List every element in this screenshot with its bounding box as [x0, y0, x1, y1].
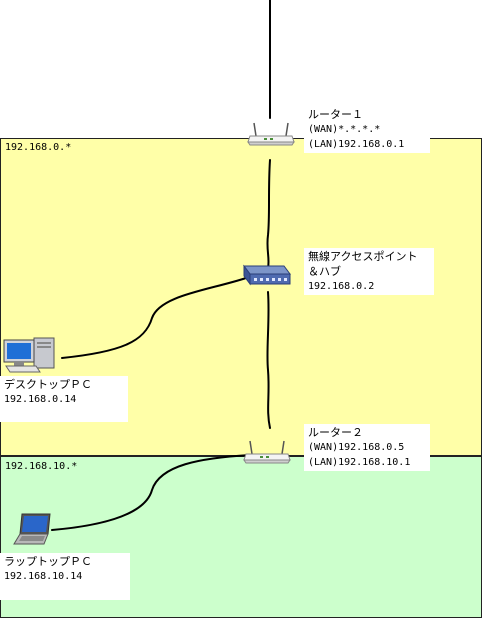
router1-name: ルーター１ — [308, 108, 363, 121]
desktop-pc-icon — [3, 337, 55, 373]
router2-wan: (WAN)192.168.0.5 — [308, 442, 405, 453]
access-point-name-line1: 無線アクセスポイント — [308, 250, 418, 263]
router1-icon — [247, 122, 295, 146]
access-point-ip: 192.168.0.2 — [308, 281, 375, 292]
router1-to-ap-cable — [266, 159, 271, 269]
router2-icon — [243, 440, 291, 464]
router2-name: ルーター２ — [308, 426, 363, 439]
router2-label: ルーター２ (WAN)192.168.0.5 (LAN)192.168.10.1 — [304, 424, 430, 471]
access-point-label: 無線アクセスポイント ＆ハブ 192.168.0.2 — [304, 248, 434, 295]
laptop-label: ラップトップＰＣ 192.168.10.14 — [0, 553, 130, 600]
router1-wan: (WAN)*.*.*.* — [308, 124, 381, 135]
lan-zone-label: 192.168.0.* — [5, 142, 72, 153]
access-point-hub-icon — [243, 264, 291, 286]
ap-to-desktop-cable — [61, 277, 247, 359]
router2-to-laptop-cable — [51, 454, 251, 531]
access-point-name-line2: ＆ハブ — [308, 265, 341, 278]
desktop-name: デスクトップＰＣ — [4, 378, 92, 391]
router2-lan: (LAN)192.168.10.1 — [308, 457, 411, 468]
wlan-zone-label: 192.168.10.* — [5, 461, 78, 472]
laptop-pc-icon — [13, 513, 51, 545]
laptop-name: ラップトップＰＣ — [4, 555, 92, 568]
ap-to-router2-cable — [266, 291, 271, 429]
desktop-ip: 192.168.0.14 — [4, 394, 77, 405]
desktop-label: デスクトップＰＣ 192.168.0.14 — [0, 376, 128, 422]
router1-lan: (LAN)192.168.0.1 — [308, 139, 405, 150]
router1-label: ルーター１ (WAN)*.*.*.* (LAN)192.168.0.1 — [304, 106, 430, 153]
laptop-ip: 192.168.10.14 — [4, 571, 83, 582]
